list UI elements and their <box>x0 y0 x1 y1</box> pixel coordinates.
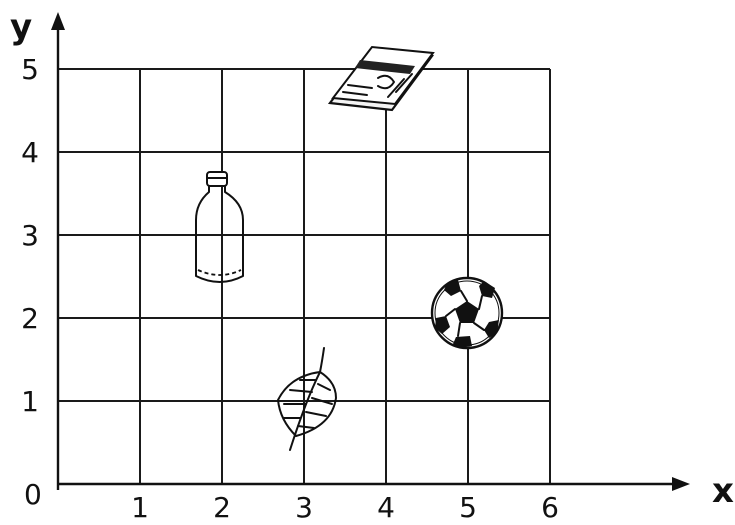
y-tick-label: 1 <box>21 385 39 418</box>
x-tick-label: 6 <box>541 491 559 524</box>
x-tick-label: 4 <box>377 491 395 524</box>
y-axis-arrowhead <box>51 12 65 30</box>
x-tick-labels: 1 2 3 4 5 6 <box>131 491 559 524</box>
y-tick-label: 3 <box>21 219 39 252</box>
x-tick-label: 3 <box>295 491 313 524</box>
y-axis-name: y <box>10 7 32 47</box>
x-tick-label: 2 <box>213 491 231 524</box>
x-tick-label: 5 <box>459 491 477 524</box>
y-tick-label: 5 <box>21 53 39 86</box>
x-axis-name: x <box>712 471 734 511</box>
soccer-ball-icon <box>432 278 502 348</box>
x-tick-label: 1 <box>131 491 149 524</box>
newspaper-icon <box>330 47 433 110</box>
leaf-icon <box>278 348 336 450</box>
x-axis-arrowhead <box>672 477 690 491</box>
origin-label: 0 <box>24 478 42 511</box>
y-tick-labels: 1 2 3 4 5 <box>21 53 39 418</box>
y-tick-label: 2 <box>21 302 39 335</box>
y-tick-label: 4 <box>21 136 39 169</box>
grid-lines <box>58 69 550 484</box>
bottle-icon <box>196 172 243 282</box>
